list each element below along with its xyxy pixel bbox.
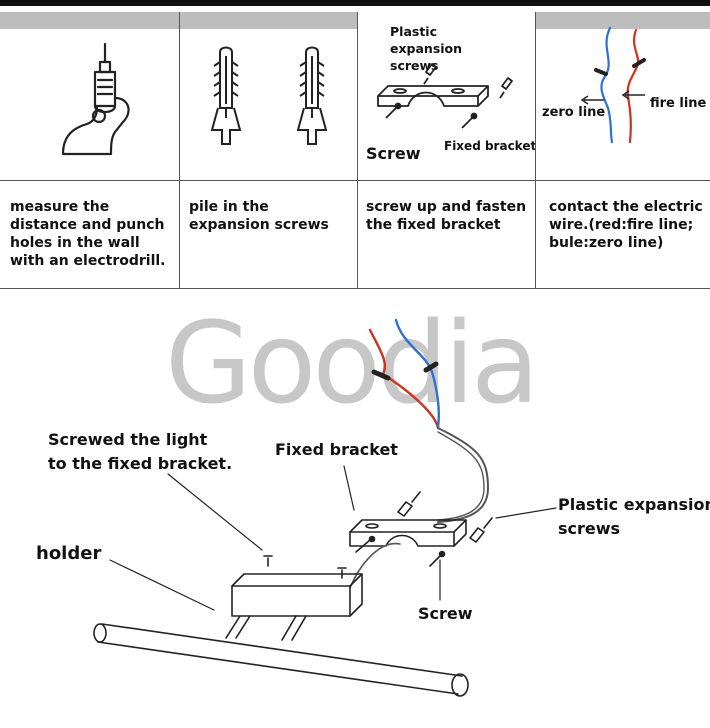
plastic-expansion-label-2: screws: [558, 519, 621, 538]
expansion-anchor-icon: [210, 46, 242, 145]
assembly-drawing: [93, 318, 557, 697]
electric-drill-icon: [61, 42, 130, 156]
step-4-caption: contact the electric wire.(red:fire line…: [549, 199, 703, 251]
step-3-plastic-expansion-label: Plastic expansion screws: [390, 24, 463, 73]
step-2-cell: pile in the expansion screws: [179, 12, 358, 289]
plastic-expansion-label-1: Plastic expansion: [558, 495, 710, 514]
step-header-bar: [0, 12, 179, 29]
fire-line-label: fire line: [650, 96, 707, 111]
step-1-caption: measure the distance and punch holes in …: [10, 199, 166, 269]
step-2-caption: pile in the expansion screws: [189, 199, 329, 233]
grid-divider: [0, 180, 710, 181]
expansion-anchor-icon: [296, 46, 328, 145]
instruction-steps-grid: measure the distance and punch holes in …: [0, 12, 710, 289]
step-4-cell: zero line fire line contact the electric…: [535, 12, 710, 289]
zero-line-label: zero line: [542, 105, 606, 120]
step-3-caption: screw up and fasten the fixed bracket: [366, 199, 527, 233]
step-3-cell: Plastic expansion screws Screw Fixed bra…: [357, 12, 537, 289]
screwed-light-label-1: Screwed the light: [48, 430, 208, 449]
holder-label: holder: [36, 543, 102, 564]
top-border: [0, 0, 710, 6]
step-3-screw-label: Screw: [366, 144, 421, 163]
brand-logo: Goodia: [165, 299, 540, 429]
step-header-bar: [536, 12, 710, 29]
step-1-cell: measure the distance and punch holes in …: [0, 12, 179, 289]
fixed-bracket-label: Fixed bracket: [275, 440, 398, 459]
screwed-light-label-2: to the fixed bracket.: [48, 454, 233, 473]
arrow-right-icon: [621, 90, 645, 100]
bracket-icon: [377, 63, 513, 129]
screw-label: Screw: [418, 604, 473, 623]
grid-divider: [0, 288, 710, 289]
step-3-fixed-bracket-label: Fixed bracket: [444, 139, 537, 153]
arrow-left-icon: [580, 95, 604, 105]
wire-icon: [594, 26, 646, 144]
step-header-bar: [180, 12, 358, 29]
assembly-diagram: Goodia: [0, 290, 710, 728]
